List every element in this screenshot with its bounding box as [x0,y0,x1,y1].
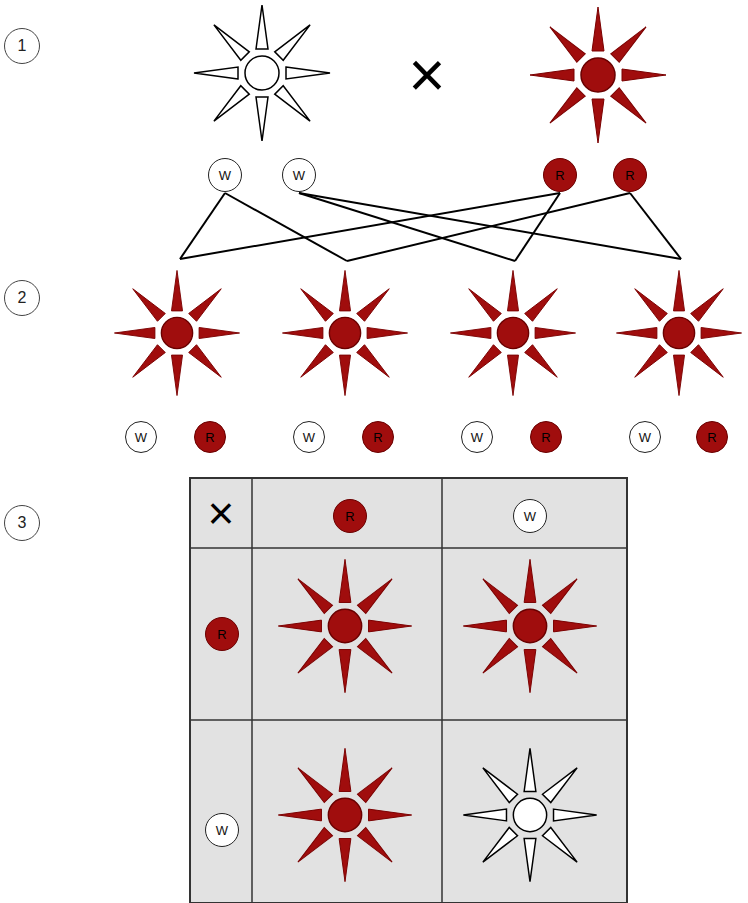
white-allele-circle: W [282,158,316,192]
red-flower [278,559,411,692]
allele-letter: R [541,431,550,444]
allele-letter: W [524,510,536,523]
allele-letter: W [293,169,305,182]
step-number: 1 [18,38,27,54]
allele-letter: R [217,628,226,641]
white-allele-circle: W [513,499,547,533]
white-allele-circle: W [629,421,661,453]
red-allele-circle: R [194,421,226,453]
red-allele-circle: R [205,617,239,651]
red-flower [463,559,596,692]
step-number-circle: 1 [4,28,40,64]
allele-letter: R [205,431,214,444]
allele-letter: R [555,169,564,182]
cross-symbol: × [408,43,445,107]
red-allele-circle: R [362,421,394,453]
white-allele-circle: W [461,421,493,453]
red-allele-circle: R [530,421,562,453]
gamete-lines [180,193,681,261]
cross-symbol: × [208,490,235,536]
red-flower [530,7,666,143]
allele-letter: W [639,431,651,444]
red-allele-circle: R [333,499,367,533]
allele-letter: W [135,431,147,444]
allele-letter: W [216,824,228,837]
punnett-table [190,478,627,903]
step-number: 2 [18,290,27,306]
white-flower [463,748,596,881]
allele-letter: R [345,510,354,523]
step-number-circle: 3 [4,505,40,541]
red-flower [282,270,407,395]
white-allele-circle: W [208,158,242,192]
allele-letter: R [373,431,382,444]
step-number-circle: 2 [4,280,40,316]
white-allele-circle: W [125,421,157,453]
red-flower [616,270,741,395]
allele-letter: W [471,431,483,444]
white-allele-circle: W [293,421,325,453]
step-number: 3 [18,515,27,531]
allele-letter: R [625,169,634,182]
red-flower [450,270,575,395]
white-allele-circle: W [205,813,239,847]
allele-letter: R [707,431,716,444]
red-allele-circle: R [696,421,728,453]
red-allele-circle: R [613,158,647,192]
allele-letter: W [219,169,231,182]
red-allele-circle: R [543,158,577,192]
red-flower [114,270,239,395]
red-flower [278,748,411,881]
allele-letter: W [303,431,315,444]
white-flower [194,5,330,141]
